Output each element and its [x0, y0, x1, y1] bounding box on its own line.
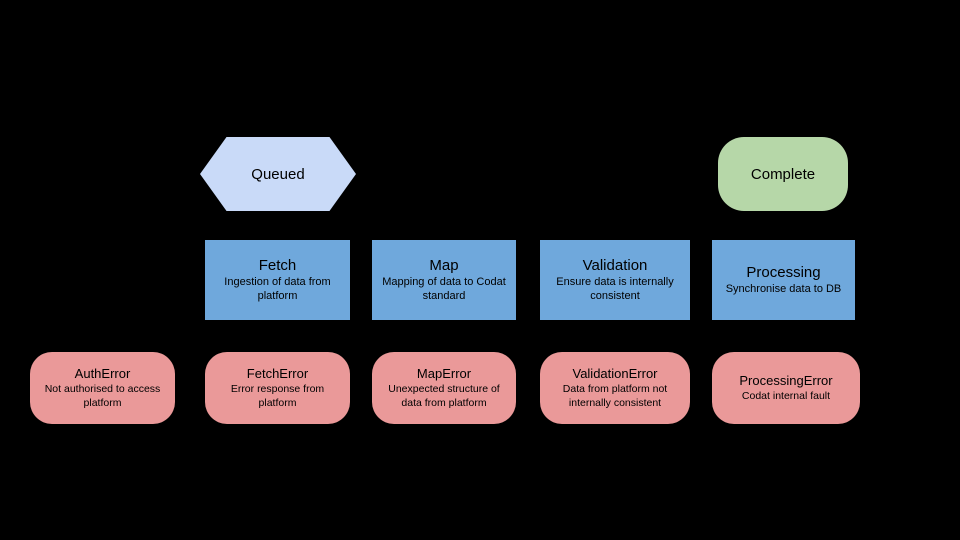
stage-fetch-title: Fetch [258, 256, 297, 274]
error-fetch-subtitle: Error response from platform [230, 383, 325, 409]
error-map: MapError Unexpected structure of data fr… [372, 352, 516, 424]
error-processing: ProcessingError Codat internal fault [712, 352, 860, 424]
stage-processing-subtitle: Synchronise data to DB [725, 282, 842, 295]
stage-map: Map Mapping of data to Codat standard [372, 240, 516, 320]
error-auth-title: AuthError [74, 366, 131, 382]
error-auth: AuthError Not authorised to access platf… [30, 352, 175, 424]
stage-map-subtitle: Mapping of data to Codat standard [382, 275, 506, 302]
stage-validation: Validation Ensure data is internally con… [540, 240, 690, 320]
error-processing-subtitle: Codat internal fault [741, 389, 831, 402]
queued-state-hexagon: Queued [200, 137, 356, 211]
stage-fetch: Fetch Ingestion of data from platform [205, 240, 350, 320]
error-processing-title: ProcessingError [739, 372, 833, 388]
stage-processing-title: Processing [746, 263, 821, 281]
error-fetch-title: FetchError [246, 366, 309, 382]
error-fetch: FetchError Error response from platform [205, 352, 350, 424]
stage-map-title: Map [429, 256, 459, 274]
complete-state-pill: Complete [718, 137, 848, 211]
stage-validation-subtitle: Ensure data is internally consistent [556, 275, 674, 302]
stage-validation-title: Validation [582, 256, 648, 274]
error-validation-title: ValidationError [572, 366, 658, 382]
queued-state-label: Queued [251, 165, 305, 183]
error-auth-subtitle: Not authorised to access platform [44, 383, 161, 409]
stage-fetch-subtitle: Ingestion of data from platform [224, 275, 331, 302]
complete-state-label: Complete [750, 165, 816, 183]
error-validation: ValidationError Data from platform not i… [540, 352, 690, 424]
error-map-title: MapError [416, 366, 472, 382]
stage-processing: Processing Synchronise data to DB [712, 240, 855, 320]
error-validation-subtitle: Data from platform not internally consis… [562, 383, 668, 409]
error-map-subtitle: Unexpected structure of data from platfo… [388, 383, 500, 409]
